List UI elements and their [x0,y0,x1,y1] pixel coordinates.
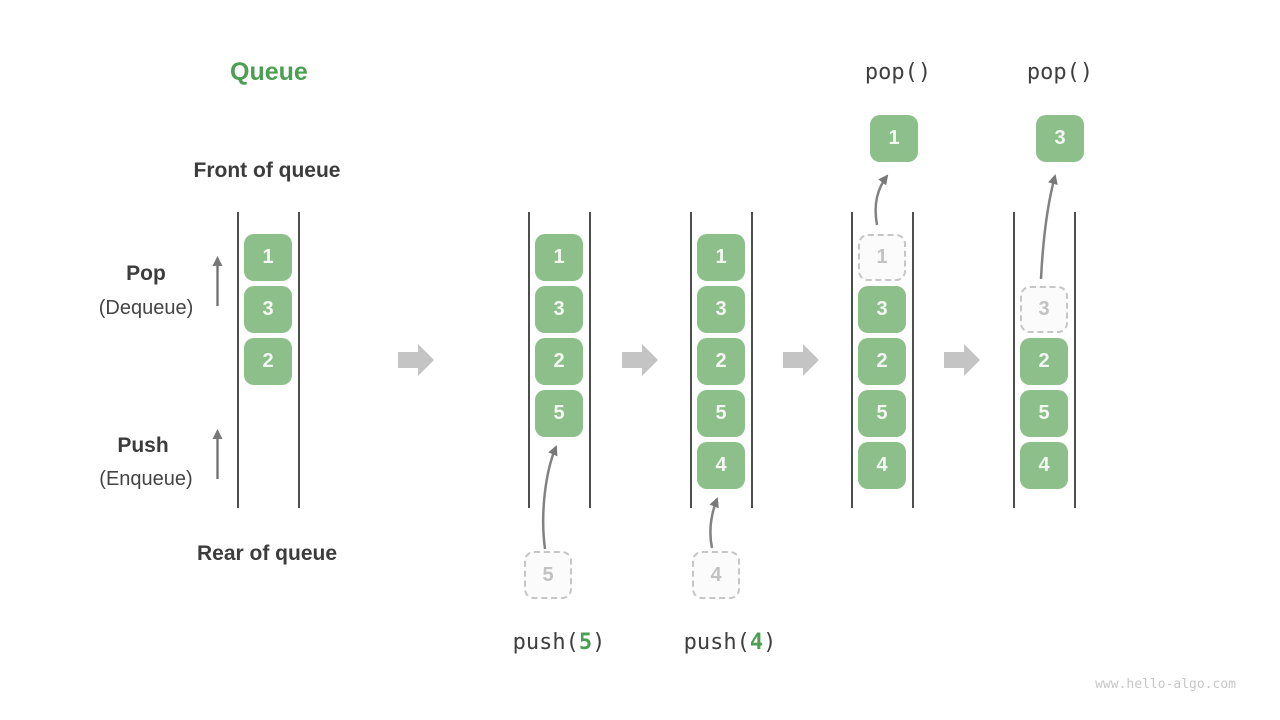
push-4-arrow [709,497,719,549]
push-call-suffix: ) [763,630,777,655]
diagram-title: Queue [230,58,308,86]
stage-arrow-icon [944,344,980,376]
queue-wall [1013,212,1015,508]
queue-item: 3 [244,286,292,333]
queue-wall [237,212,239,508]
pop-label: Pop [126,262,166,285]
queue-item: 5 [535,390,583,437]
queue-wall [751,212,753,508]
queue-wall [690,212,692,508]
queue-wall [589,212,591,508]
ghost-item: 3 [1020,286,1068,333]
queue-item: 4 [1020,442,1068,489]
queue-item: 1 [697,234,745,281]
pop-3-arrow [1039,174,1058,280]
queue-item: 1 [244,234,292,281]
popped-item: 1 [870,115,918,162]
queue-item: 4 [697,442,745,489]
popped-item: 3 [1036,115,1084,162]
queue-item: 2 [535,338,583,385]
queue-wall [528,212,530,508]
pop-1-arrow [874,174,889,226]
queue-item: 3 [535,286,583,333]
pending-item: 4 [692,551,740,599]
stage-arrow-icon [783,344,819,376]
push-5-call-label: push(5) [513,630,606,655]
queue-wall [912,212,914,508]
stage-arrow-icon [398,344,434,376]
queue-item: 1 [535,234,583,281]
queue-item: 4 [858,442,906,489]
queue-item: 2 [1020,338,1068,385]
queue-wall [1074,212,1076,508]
rear-of-queue-label: Rear of queue [196,542,338,565]
queue-item: 5 [858,390,906,437]
stage-arrow-icon [622,344,658,376]
push-call-prefix: push( [512,630,579,655]
push-5-arrow [541,445,558,550]
push-4-call-label: push(4) [684,630,777,655]
dequeue-label: (Dequeue) [98,297,194,319]
queue-wall [298,212,300,508]
watermark: www.hello-algo.com [1095,677,1236,692]
push-label: Push [117,434,169,457]
queue-item: 5 [697,390,745,437]
front-of-queue-label: Front of queue [193,159,341,182]
pop-call-label: pop() [864,60,932,85]
push-call-arg: 5 [578,630,593,655]
push-call-suffix: ) [592,630,606,655]
enqueue-label: (Enqueue) [99,468,193,490]
push-call-arg: 4 [749,630,764,655]
queue-item: 2 [697,338,745,385]
queue-item: 3 [697,286,745,333]
queue-item: 2 [244,338,292,385]
pending-item: 5 [524,551,572,599]
queue-item: 5 [1020,390,1068,437]
queue-item: 2 [858,338,906,385]
push-call-prefix: push( [683,630,750,655]
queue-item: 3 [858,286,906,333]
queue-wall [851,212,853,508]
ghost-item: 1 [858,234,906,281]
pop-call-label: pop() [1026,60,1094,85]
